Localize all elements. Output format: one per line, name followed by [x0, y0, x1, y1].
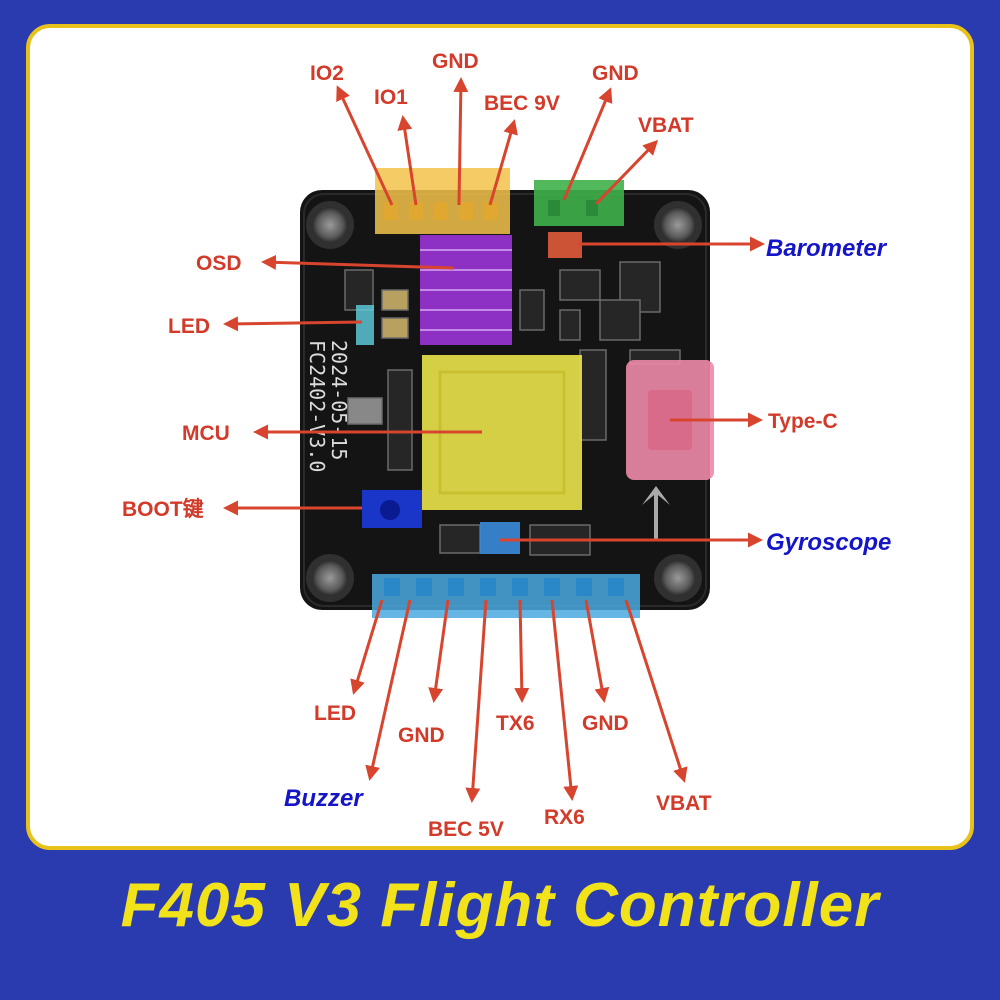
label-rx6: RX6	[544, 806, 585, 829]
label-mcu: MCU	[182, 422, 230, 445]
page-title: F405 V3 Flight Controller	[120, 871, 880, 940]
label-bec9v: BEC 9V	[484, 92, 560, 115]
label-io1: IO1	[374, 86, 408, 109]
label-barometer: Barometer	[766, 235, 888, 262]
label-bec5v: BEC 5V	[428, 818, 504, 841]
label-led-left: LED	[168, 315, 210, 338]
top-left-connector	[375, 168, 510, 234]
label-gnd-top: GND	[432, 50, 479, 73]
silkscreen: FC2402-V3.0 2024-05-15	[305, 340, 351, 472]
label-boot: BOOT键	[122, 497, 204, 521]
led-part	[356, 305, 374, 345]
label-gnd-bottom-2: GND	[582, 712, 629, 735]
label-led-bottom: LED	[314, 702, 356, 725]
callout-arrows	[223, 77, 765, 803]
barometer-chip	[548, 232, 582, 258]
label-osd: OSD	[196, 252, 242, 275]
label-vbat-bottom: VBAT	[656, 792, 712, 815]
label-gnd-top-right: GND	[592, 62, 639, 85]
bottom-connector	[372, 574, 640, 618]
mounting-holes	[306, 201, 702, 602]
label-buzzer: Buzzer	[284, 785, 364, 812]
label-gnd-bottom-1: GND	[398, 724, 445, 747]
silkscreen-revision: FC2402-V3.0	[305, 340, 329, 472]
label-io2: IO2	[310, 62, 344, 85]
silkscreen-date: 2024-05-15	[327, 340, 351, 460]
callout-labels: IO2 IO1 GND BEC 9V GND VBAT Barometer OS…	[122, 50, 891, 841]
gyroscope-chip	[480, 522, 520, 554]
label-gyroscope: Gyroscope	[766, 529, 891, 556]
label-tx6: TX6	[496, 712, 535, 735]
label-type-c: Type-C	[768, 410, 838, 433]
label-vbat-top: VBAT	[638, 114, 694, 137]
